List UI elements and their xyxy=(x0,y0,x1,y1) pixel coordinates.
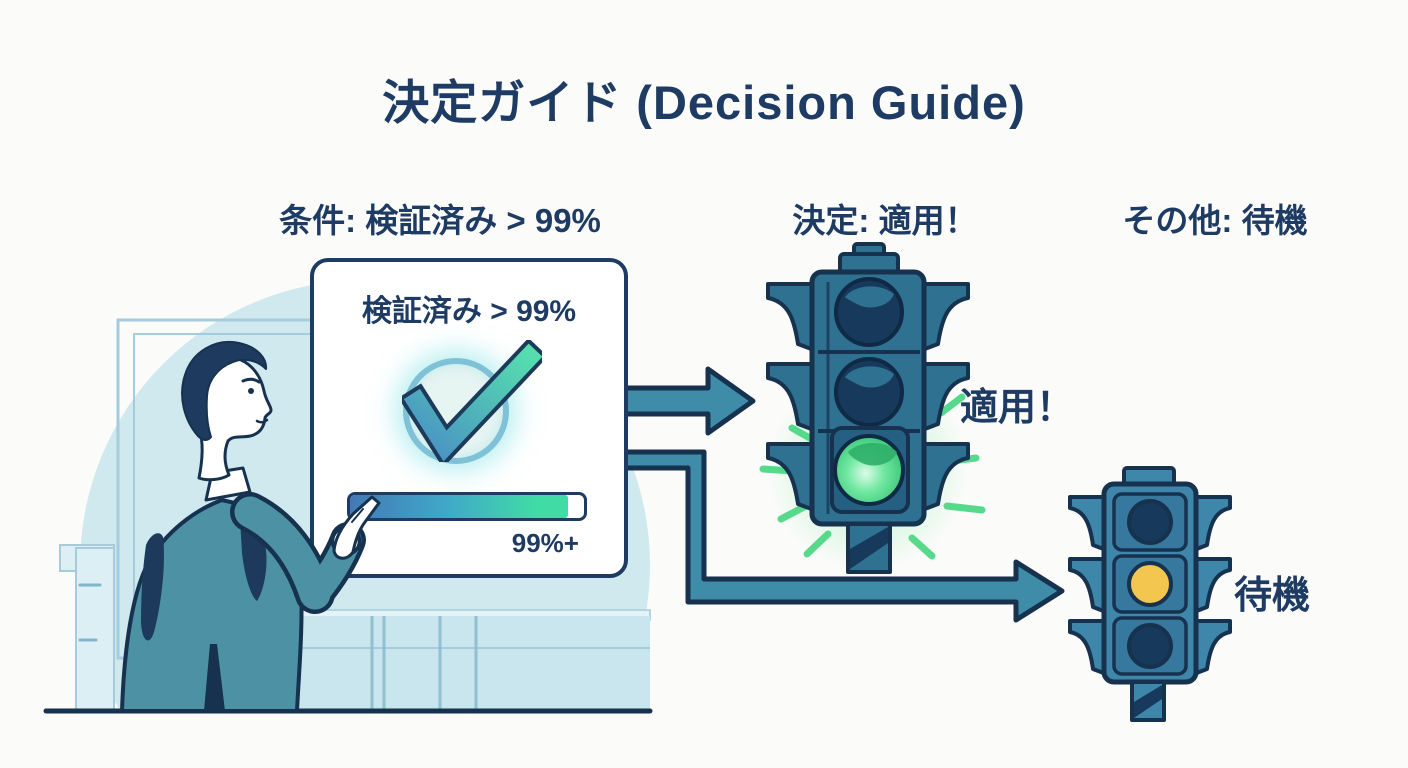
otherwise-label: その他: 待機 xyxy=(1122,202,1308,239)
eye xyxy=(248,388,254,394)
wait-light-label: 待機 xyxy=(1234,575,1311,617)
lamp-off xyxy=(1127,623,1173,669)
condition-card: 検証済み > 99% 99%+ xyxy=(310,258,628,578)
page-title: 決定ガイド (Decision Guide) xyxy=(382,76,1026,129)
lamp-off xyxy=(834,277,904,347)
hair xyxy=(181,341,268,441)
progress-bar xyxy=(347,492,587,521)
traffic-light-yellow-icon xyxy=(1068,466,1232,722)
card-heading: 検証済み > 99% xyxy=(361,295,577,328)
mouth xyxy=(255,418,269,424)
desk-right xyxy=(257,609,651,711)
trouser-split xyxy=(204,644,225,711)
checkmark-icon xyxy=(402,340,542,462)
eyebrow xyxy=(241,377,261,384)
apply-light-label: 適用！ xyxy=(960,387,1075,429)
arm-shadow-left xyxy=(141,533,164,641)
arrow-to-apply-icon xyxy=(615,366,756,436)
traffic-light-green-icon xyxy=(759,242,986,574)
lamp-off xyxy=(1127,499,1173,545)
lamp-yellow xyxy=(1127,561,1173,607)
condition-label: 条件: 検証済み > 99% xyxy=(279,202,601,239)
progress-label: 99%+ xyxy=(511,528,579,558)
arrow-to-wait-icon xyxy=(615,449,1065,623)
progress-bar-fill xyxy=(350,495,568,518)
glow-dashes xyxy=(759,393,986,560)
decision-label: 決定: 適用！ xyxy=(792,202,978,239)
desk-left xyxy=(59,544,115,712)
face xyxy=(196,354,273,482)
